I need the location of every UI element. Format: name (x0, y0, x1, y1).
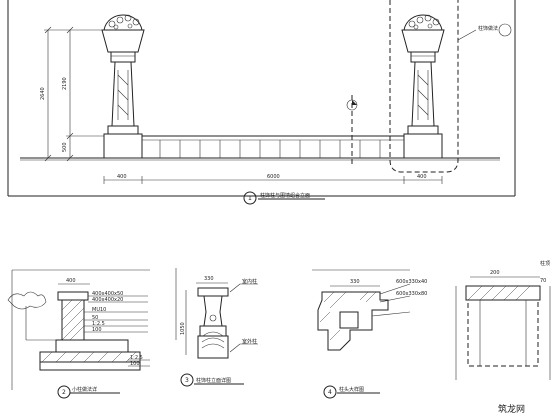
caption-title-2: 小柱做法详 (72, 386, 97, 393)
callout-leader (457, 29, 477, 41)
right-column (401, 14, 445, 159)
detail-2-note-6: 100 (92, 327, 102, 333)
left-column (101, 14, 145, 159)
watermark: 筑龙网 (498, 403, 525, 415)
callout-bubble (498, 23, 512, 37)
dim-column-height: 2190 (62, 77, 68, 90)
detail-3: 330 1050 室内柱 室外柱 3 柱饰柱立面详图 (175, 268, 258, 387)
caption-title-4: 柱头大样图 (339, 386, 364, 393)
section-marker (346, 95, 358, 165)
detail-5-note-1: 柱顶 (540, 260, 550, 267)
detail-2-note-7: 1:2.5 (130, 355, 143, 361)
vertical-dims (44, 26, 104, 162)
detail-5: 200 70 柱顶 (455, 260, 551, 380)
callout-text: 柱饰做法 (478, 25, 498, 32)
detail-2-note-1: 400x400x50 (92, 291, 123, 297)
detail-4-note-1: 600x330x40 (396, 279, 427, 285)
detail-3-note-2: 室外柱 (242, 338, 257, 345)
caption-bubble-3 (180, 373, 194, 387)
caption-bubble-2 (57, 385, 71, 399)
caption-bubble-4 (323, 385, 337, 399)
horizontal-dims (103, 176, 443, 184)
detail-2-note-5: 1:2.5 (92, 321, 105, 327)
fence-base (141, 135, 405, 159)
detail-3-dim-top: 330 (204, 276, 214, 282)
detail-2: 400 400x400x5 (7, 269, 150, 399)
callout-box (389, 0, 459, 173)
caption-num-1: 1 (248, 195, 252, 202)
detail-2-note-3: MU10 (92, 307, 106, 313)
dim-total-height: 2640 (40, 87, 46, 100)
left-column-flower (103, 14, 143, 31)
dim-right-end: 400 (417, 174, 427, 180)
detail-2-note-2: 400x400x20 (92, 297, 123, 303)
caption-title-3: 柱饰柱立面详图 (196, 377, 231, 384)
dim-base-height: 500 (62, 142, 68, 152)
detail-5-dim-top: 200 (490, 270, 500, 276)
detail-4-note-2: 600x330x80 (396, 291, 427, 297)
caption-num-4: 4 (328, 389, 332, 396)
detail-4: 330 600x330x40 600x330x80 4 柱头大样图 (312, 269, 427, 399)
main-elevation: 柱饰做法 2640 2190 500 (7, 0, 516, 205)
detail-2-dim-top: 400 (66, 278, 76, 284)
dim-left-end: 400 (117, 174, 127, 180)
caption-bubble-1 (243, 191, 257, 205)
detail-3-dim-height: 1050 (180, 322, 186, 335)
detail-4-dim-top: 330 (350, 279, 360, 285)
caption-num-3: 3 (185, 377, 189, 384)
detail-5-dim-side: 70 (540, 278, 546, 284)
caption-title-1: 柱饰柱与围墙组合立面 (260, 192, 310, 199)
detail-2-note-8: 100 (130, 361, 140, 367)
dim-overall-width: 6000 (267, 174, 280, 180)
right-column-flower (403, 14, 443, 31)
tree-symbol (7, 291, 56, 341)
detail-2-note-4: 50 (92, 315, 98, 321)
caption-num-2: 2 (62, 389, 66, 396)
detail-3-note-1: 室内柱 (242, 278, 257, 285)
